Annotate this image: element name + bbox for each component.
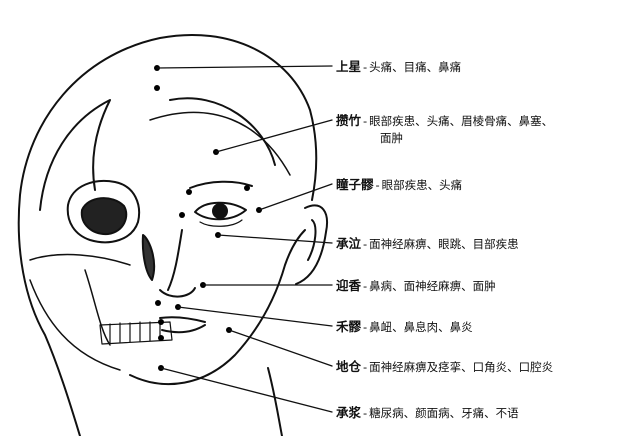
leader-shangxing (156, 65, 333, 69)
skull-left-inner (39, 99, 111, 211)
leader-dicang (228, 329, 333, 367)
ear-inner (307, 219, 317, 261)
jaw-bone (29, 279, 121, 371)
orbit-inner (80, 197, 128, 236)
upper-lip (159, 316, 206, 323)
point-name: 承浆 (336, 405, 362, 420)
point-name: 地仓 (336, 359, 362, 374)
leader-chengqi (217, 234, 333, 244)
point-indications: 面神经麻痹、眼跳、目部疾患 (369, 237, 519, 251)
label-cuanzhu: 攒竹-眼部疾患、头痛、眉棱骨痛、鼻塞、 面肿 (336, 113, 554, 145)
jaw-bone-inner (84, 269, 111, 346)
point-indications: 眼部疾患、头痛 (381, 178, 463, 192)
nasal-cavity (141, 234, 156, 281)
label-shangxing: 上星-头痛、目痛、鼻痛 (336, 59, 462, 74)
acupoint-dots (154, 65, 262, 371)
point-indications: 眼部疾患、头痛、眉棱骨痛、鼻塞、 (369, 114, 554, 128)
point-name: 上星 (336, 59, 362, 74)
label-heliao: 禾髎-鼻衄、鼻息肉、鼻炎 (336, 319, 473, 334)
nose-bridge (167, 229, 183, 291)
point-indications: 糖尿病、颜面病、牙痛、不语 (369, 406, 519, 420)
lower-lip (161, 324, 206, 334)
teeth (99, 321, 173, 345)
point-name: 禾髎 (336, 319, 362, 334)
point-indications: 面神经麻痹及痉挛、口角炎、口腔炎 (369, 360, 554, 374)
face-contour (129, 229, 306, 386)
neck-line (267, 367, 283, 436)
leader-cuanzhu (215, 119, 333, 153)
point-name: 瞳子髎 (336, 177, 374, 192)
point-indications: 头痛、目痛、鼻痛 (369, 60, 462, 74)
leader-chengjiang (160, 367, 333, 413)
point-name: 承泣 (336, 236, 362, 251)
leader-lines (156, 65, 333, 413)
head-outline (17, 34, 318, 436)
eye-iris (212, 203, 228, 219)
label-chengjiang: 承浆-糖尿病、颜面病、牙痛、不语 (336, 405, 519, 420)
point-indications-continuation: 面肿 (380, 131, 403, 145)
leader-heliao (177, 306, 333, 327)
nose-tip (159, 287, 196, 298)
orbit-outline (66, 179, 140, 244)
zygomatic (29, 253, 131, 266)
leader-tongziliao (258, 183, 333, 211)
label-dicang: 地仓-面神经麻痹及痉挛、口角炎、口腔炎 (336, 359, 554, 374)
point-name: 攒竹 (336, 113, 362, 128)
lower-eyelid (199, 219, 243, 227)
temporal-line (169, 97, 276, 166)
label-tongziliao: 瞳子髎-眼部疾患、头痛 (336, 177, 463, 192)
point-indications: 鼻衄、鼻息肉、鼻炎 (369, 320, 473, 334)
eyebrow (189, 180, 253, 189)
forehead-inner (149, 111, 291, 176)
ear-outline (295, 204, 328, 285)
point-indications: 鼻病、面神经麻痹、面肿 (369, 279, 496, 293)
eye-outline (194, 201, 247, 221)
label-yingxiang: 迎香-鼻病、面神经麻痹、面肿 (336, 278, 496, 293)
point-name: 迎香 (336, 278, 362, 293)
label-chengqi: 承泣-面神经麻痹、眼跳、目部疾患 (336, 236, 519, 251)
